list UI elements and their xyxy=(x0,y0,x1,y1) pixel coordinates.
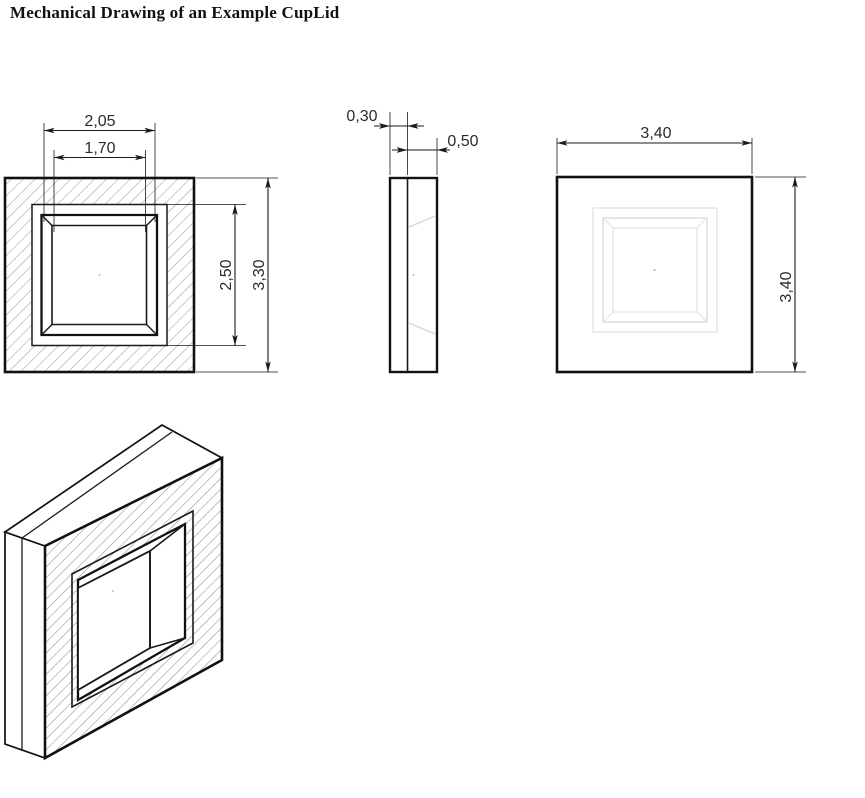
side-chamfer-edge-bottom xyxy=(408,322,436,335)
dim-label-2-50: 2,50 xyxy=(218,259,235,290)
page-title: Mechanical Drawing of an Example CupLid xyxy=(10,3,340,22)
rear-center-mark xyxy=(653,269,656,271)
dim-label-1-70: 1,70 xyxy=(84,140,115,157)
dim-label-0-30: 0,30 xyxy=(346,108,377,125)
iso-pocket-wall-edge-bottom xyxy=(149,637,186,649)
rear-ghost-pocket-outer xyxy=(602,217,708,323)
section-center-mark xyxy=(98,274,101,276)
dim-arrow-0-30-right xyxy=(407,123,419,129)
side-chamfer-edge-top xyxy=(408,215,436,228)
iso-pocket-wall-edge-top xyxy=(149,523,186,552)
iso-left-side-face xyxy=(4,530,46,760)
iso-hatched-cut-face xyxy=(45,458,222,758)
side-center-mark xyxy=(412,274,415,276)
dim-label-3-40-vertical: 3,40 xyxy=(778,271,795,302)
rear-ghost-chamfer-tl xyxy=(602,217,614,229)
section-chamfer-corner-br xyxy=(146,324,158,336)
dim-label-3-30: 3,30 xyxy=(251,259,268,290)
rear-ghost-recess xyxy=(592,207,718,333)
view-rear: 3,40 3,40 xyxy=(555,125,806,374)
rear-ghost-pocket-inner xyxy=(612,227,698,313)
dim-arrow-0-50-right xyxy=(437,147,448,153)
iso-center-mark xyxy=(112,590,114,592)
rear-ghost-chamfer-tr xyxy=(696,217,708,229)
section-outer-outline xyxy=(3,176,196,374)
view-side: 0,30 0,50 xyxy=(346,108,479,374)
iso-cut-face-outline xyxy=(43,455,224,761)
rear-outer-outline xyxy=(555,175,754,374)
view-isometric xyxy=(3,424,224,761)
dim-arrow-0-30-left xyxy=(379,123,390,129)
dim-label-3-40-horizontal: 3,40 xyxy=(640,125,671,142)
rear-ghost-chamfer-br xyxy=(696,311,708,323)
section-chamfer-corner-tl xyxy=(41,214,53,226)
dim-label-2-05: 2,05 xyxy=(84,113,115,130)
dim-arrow-0-50-left xyxy=(396,147,408,153)
iso-recess-step-outline xyxy=(71,509,194,709)
view-section-front: 2,05 1,70 2,50 3,30 xyxy=(3,113,278,374)
iso-top-face-inner-edge xyxy=(21,431,173,539)
dim-label-0-50: 0,50 xyxy=(447,133,478,150)
section-chamfer-corner-bl xyxy=(41,324,53,336)
rear-ghost-chamfer-bl xyxy=(602,311,614,323)
